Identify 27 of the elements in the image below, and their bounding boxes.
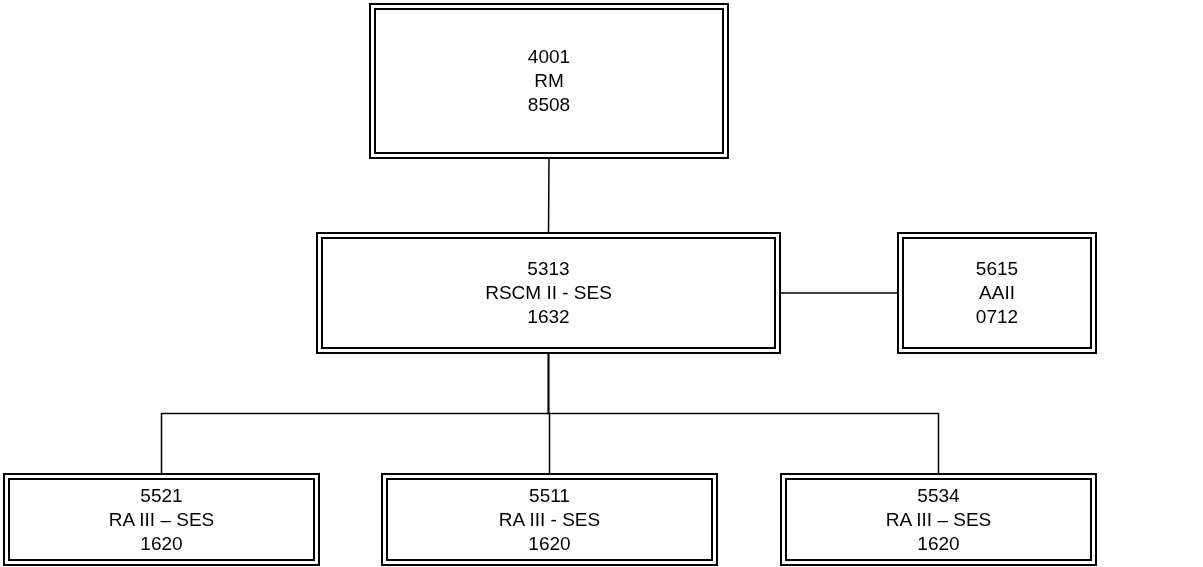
box-label: 1620 [140,531,183,556]
box-label: 5511 [529,483,570,508]
box-label: AAII [979,281,1015,305]
connector-line [547,353,940,474]
box-label: 5615 [975,257,1019,281]
box-label: 5313 [527,257,570,281]
org-box [3,473,320,566]
box-label: RA III – SES [885,507,992,532]
org-box [381,473,718,566]
box-label: 0712 [975,305,1019,329]
box-label: 1620 [917,531,960,556]
box-label: 5521 [140,483,183,508]
box-label: 1620 [528,531,571,556]
connector-line [780,292,898,294]
connector-line [547,158,550,233]
box-label: 1632 [527,305,570,329]
org-box [316,232,781,354]
box-label: RA III – SES [108,507,215,532]
org-box [897,232,1097,354]
box-label: 4001 [527,45,571,69]
box-label: RSCM II - SES [485,281,612,305]
box-label: RA III - SES [498,507,601,532]
org-box [369,3,729,159]
box-label: 8508 [527,93,571,117]
org-box [780,473,1097,566]
box-label: 5534 [917,483,960,508]
box-label: RM [534,69,564,93]
